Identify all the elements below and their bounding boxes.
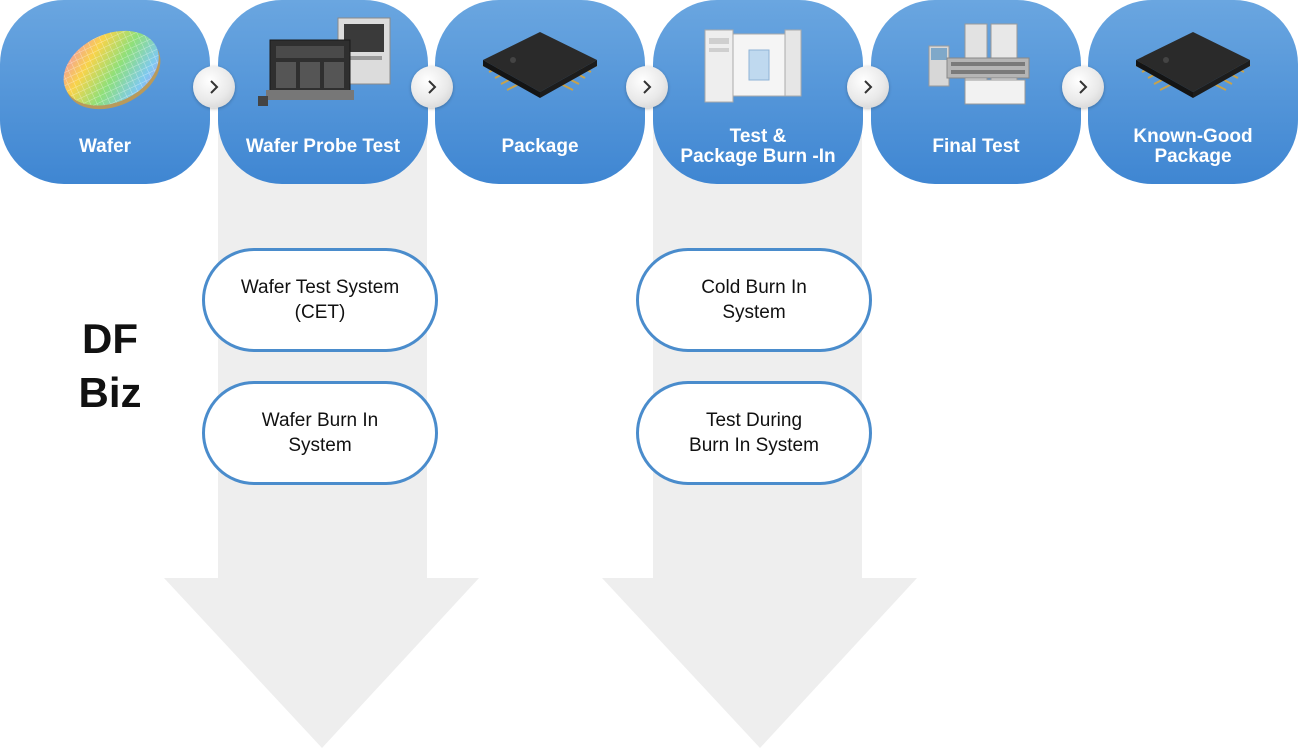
- step-wafer: Wafer: [0, 0, 210, 184]
- chip-package-image: [482, 32, 598, 98]
- chevron-right-icon: [411, 66, 453, 108]
- step-label: Test & Package Burn -In: [680, 126, 836, 167]
- test-during-burn-in-system-pill: Test During Burn In System: [636, 381, 872, 485]
- step-label: Wafer: [78, 136, 132, 157]
- step-label: Final Test: [932, 136, 1020, 157]
- step-package-burn-in: Test & Package Burn -In: [653, 0, 863, 184]
- cold-burn-in-system-pill: Cold Burn In System: [636, 248, 872, 352]
- step-wafer-probe-test: Wafer Probe Test: [218, 0, 428, 184]
- step-label: Package: [501, 136, 579, 157]
- chip-package-image: [1135, 32, 1251, 98]
- burn-in-chamber-image: [704, 29, 802, 103]
- test-handler-machine-image: [928, 23, 1030, 105]
- wafer-burn-in-system-pill: Wafer Burn In System: [202, 381, 438, 485]
- chevron-right-icon: [626, 66, 668, 108]
- step-package: Package: [435, 0, 645, 184]
- wafer-test-system-pill: Wafer Test System (CET): [202, 248, 438, 352]
- wafer-image: [63, 30, 161, 110]
- chevron-right-icon: [193, 66, 235, 108]
- step-final-test: Final Test: [871, 0, 1081, 184]
- step-label: Wafer Probe Test: [245, 136, 401, 157]
- chevron-right-icon: [847, 66, 889, 108]
- chevron-right-icon: [1062, 66, 1104, 108]
- step-label: Known-Good Package: [1133, 126, 1253, 167]
- df-biz-label: DF Biz: [78, 315, 142, 416]
- step-known-good-package: Known-Good Package: [1088, 0, 1298, 184]
- wafer-prober-machine-image: [258, 17, 391, 106]
